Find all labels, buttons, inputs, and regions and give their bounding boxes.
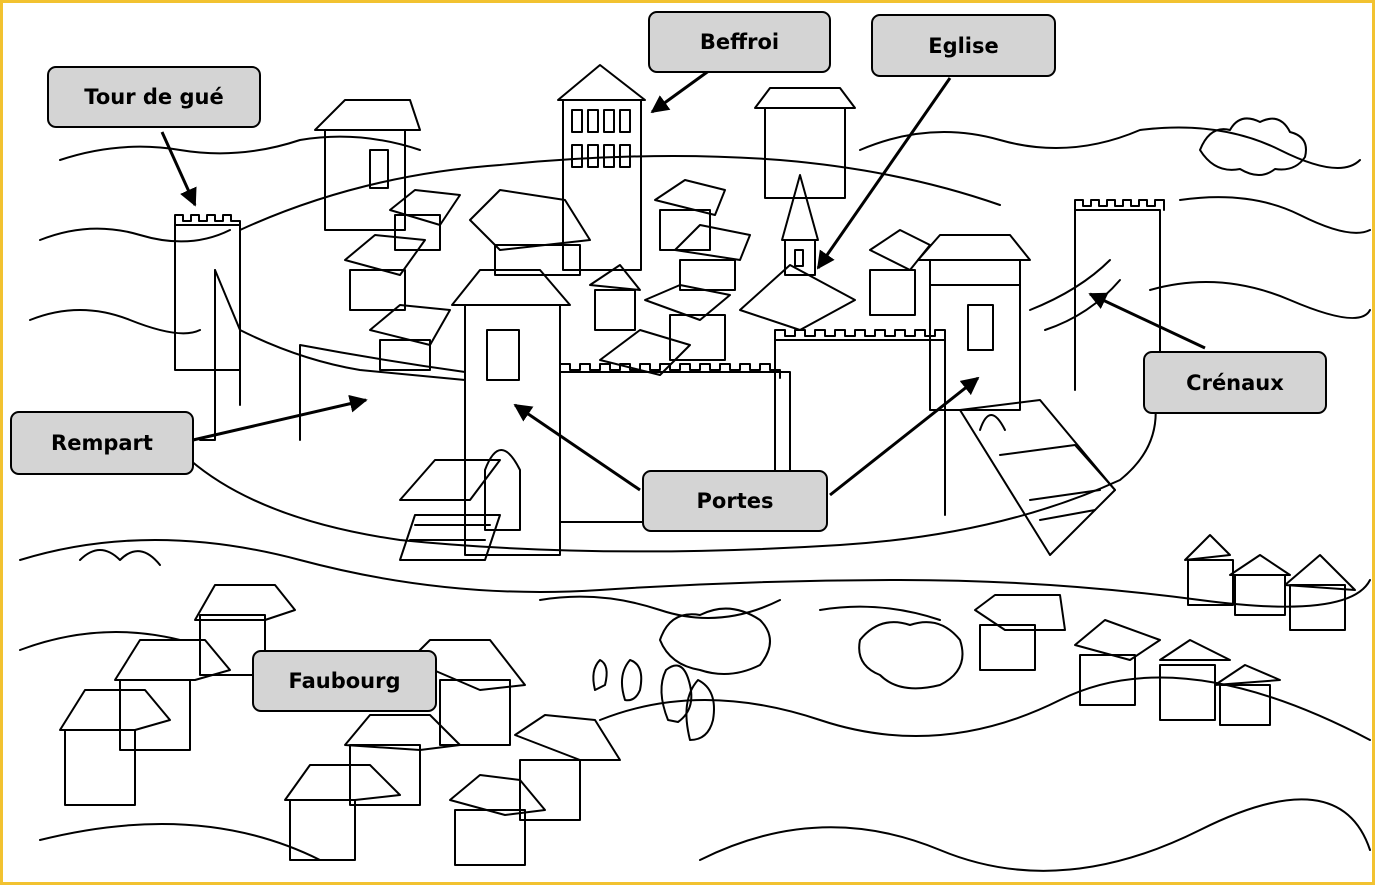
inner-houses (344, 179, 931, 376)
tour-de-gue-label: Tour de gué (47, 66, 261, 128)
tour-de-gue (174, 214, 241, 441)
right-rear-tower (754, 87, 856, 199)
rempart-label: Rempart (10, 411, 194, 475)
faubourg-houses-right (974, 534, 1356, 726)
church-building (739, 174, 856, 331)
crenaux-label: Crénaux (1143, 351, 1327, 414)
portes-arrow-left (513, 403, 641, 492)
right-gate-tower (917, 234, 1116, 556)
beffroi-label: Beffroi (648, 11, 831, 73)
crenaux-arrow (1088, 292, 1206, 350)
portes-label: Portes (642, 470, 828, 532)
faubourg-label: Faubourg (252, 650, 437, 712)
background-hills (29, 117, 1371, 335)
beffroi-tower (557, 64, 646, 271)
eglise-arrow (816, 77, 952, 270)
ground-lines (19, 379, 1371, 872)
eglise-label: Eglise (871, 14, 1056, 77)
left-gate-tower (399, 269, 571, 561)
beffroi-arrow (650, 68, 711, 114)
tour-de-gue-arrow (160, 131, 197, 207)
trees (79, 549, 715, 741)
left-rear-tower (314, 99, 421, 231)
rampart-walls (214, 155, 1165, 523)
portes-arrow-right (829, 376, 980, 497)
rempart-arrow (192, 394, 368, 442)
faubourg-houses-left (59, 584, 621, 866)
